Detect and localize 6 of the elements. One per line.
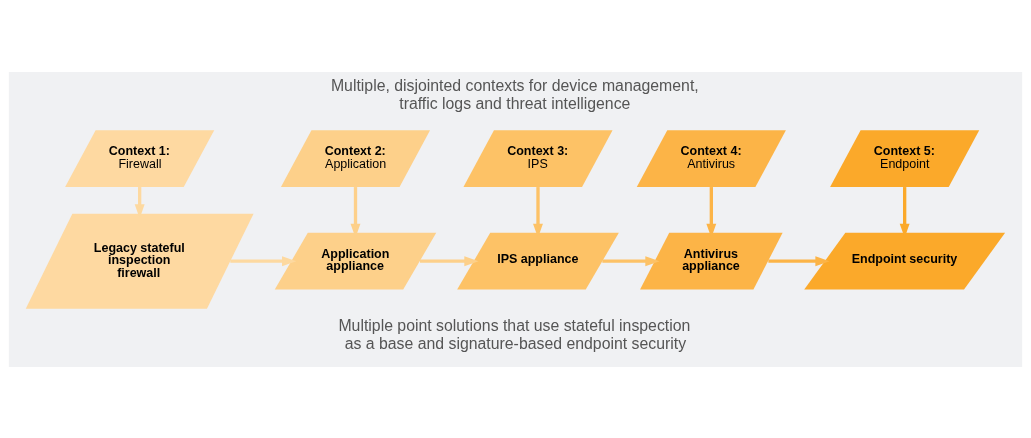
arrow — [420, 255, 479, 266]
arrow — [602, 255, 660, 266]
arrow — [768, 255, 830, 266]
caption: Multiple point solutions that use stateful inspection as a base and signature-based endpoint security — [338, 316, 691, 352]
diagram-title: Multiple, disjointed contexts for device management, traffic logs and threat intelligence — [330, 76, 699, 112]
arrow — [230, 255, 297, 266]
